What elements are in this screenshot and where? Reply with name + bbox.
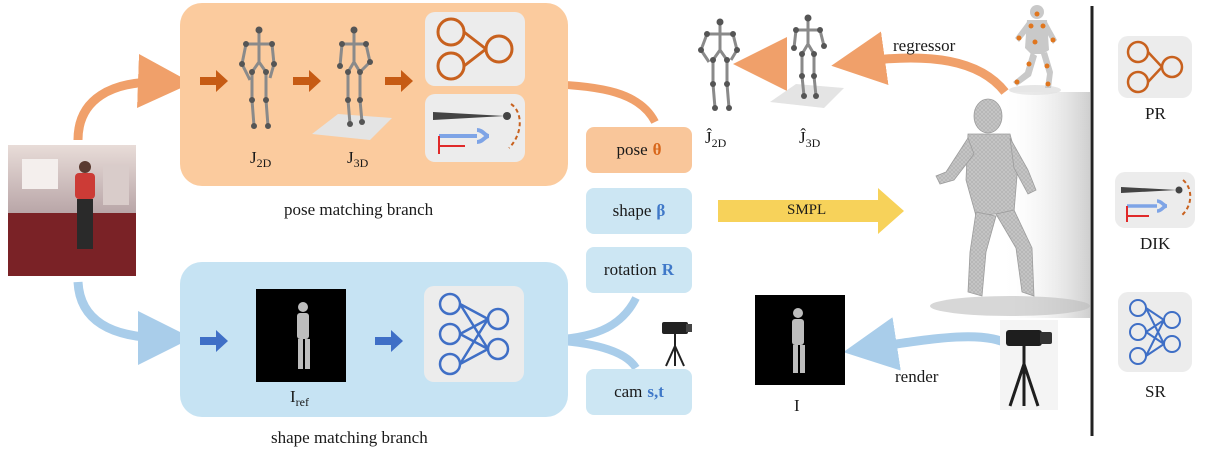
pose-step-arrow-1 (200, 70, 228, 92)
label-j2d: J2D (250, 148, 272, 170)
shape-step-arrow-1 (200, 330, 228, 352)
label-iref: Iref (290, 387, 309, 409)
skeleton-hat-3d-icon (770, 14, 844, 108)
pr-network-box (425, 12, 525, 86)
label-i: I (794, 396, 800, 415)
input-to-pose-arrow (73, 54, 192, 141)
smpl-label: SMPL (787, 202, 827, 218)
legend-sr-icon (1129, 299, 1181, 365)
rendered-silhouette-image (755, 295, 845, 385)
smpl-body-mesh (930, 92, 1090, 318)
regressor-arrow (831, 31, 1009, 95)
legend-pr-box (1118, 36, 1192, 98)
input-to-shape-arrow (73, 281, 192, 365)
small-camera-icon (662, 322, 692, 367)
skeleton-2d-icon (239, 26, 277, 129)
dik-box (425, 94, 525, 162)
smpl-arrow (718, 188, 904, 234)
pose-step-arrow-2 (293, 70, 321, 92)
render-label: render (895, 367, 939, 386)
pr-network-icon (436, 17, 514, 81)
legend-sr-label: SR (1145, 382, 1166, 401)
shape-branch-caption: shape matching branch (271, 428, 428, 447)
label-jhat-2d: Ĵ2D (705, 128, 727, 150)
render-arrow (843, 317, 1013, 371)
legend-pr-label: PR (1145, 104, 1166, 123)
shape-step-arrow-2 (375, 330, 403, 352)
regressor-label: regressor (893, 36, 956, 55)
skeleton-hat-2d-icon (698, 18, 740, 111)
legend-pr-icon (1126, 40, 1184, 94)
camera-tripod-photo (1000, 320, 1058, 410)
legend-dik-label: DIK (1140, 234, 1171, 253)
pose-branch-caption: pose matching branch (284, 200, 434, 219)
pose-step-arrow-3 (385, 70, 413, 92)
skeleton-3d-icon (312, 26, 392, 140)
keypoint-body-model-icon (1009, 5, 1061, 95)
label-jhat-3d: Ĵ3D (799, 128, 821, 150)
input-photo (8, 145, 136, 276)
sr-network-box (424, 286, 524, 382)
dik-icon (433, 103, 521, 154)
legend-dik-box (1115, 172, 1195, 228)
iref-silhouette-image (256, 289, 346, 382)
legend-dik-icon (1121, 179, 1192, 222)
label-j3d: J3D (347, 148, 369, 170)
legend-sr-box (1118, 292, 1192, 372)
sr-network-icon (438, 292, 510, 376)
